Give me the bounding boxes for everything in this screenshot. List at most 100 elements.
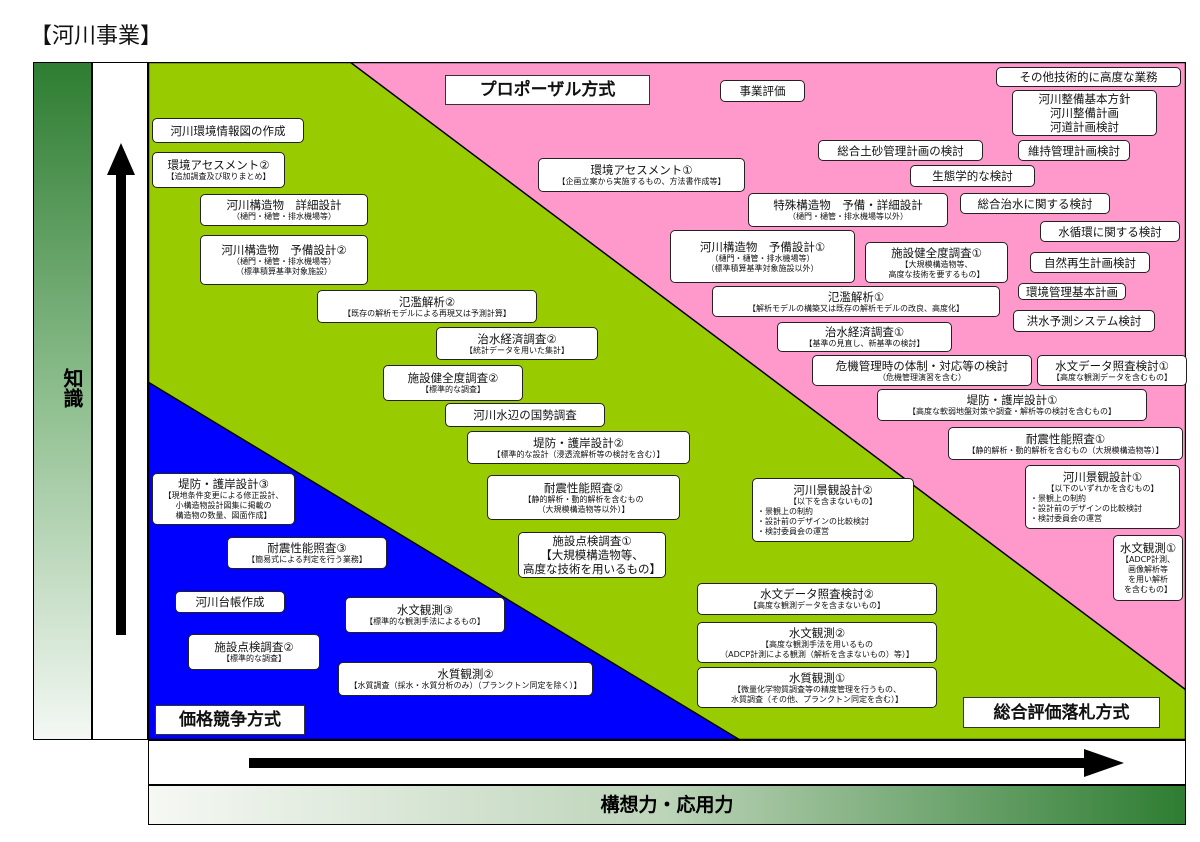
work-item-detail: を用い解析 <box>1128 575 1168 584</box>
knowledge-axis-label: 知識 <box>60 368 84 408</box>
work-item-title: 治水経済調査② <box>477 331 557 346</box>
work-item-title: 堤防・護岸設計② <box>533 435 624 450</box>
work-item-title: 河川環境情報図の作成 <box>170 123 286 138</box>
work-item-detail: 【現地条件変更による修正設計、 <box>163 491 284 500</box>
work-item-detail: 【簡易式による判定を行う業務】 <box>247 555 367 564</box>
work-item-title: 河川整備基本方針 <box>1038 92 1131 106</box>
work-item-detail: 【大規模構造物等、 <box>540 548 644 562</box>
work-item-title: 耐震性能照査③ <box>267 541 347 555</box>
right-arrow-icon <box>249 749 1124 777</box>
work-item-suishitsu2: 水質観測②【水質調査（採水・水質分析のみ）（プランクトン同定を除く）】 <box>338 662 593 696</box>
work-item-shosai: 河川構造物 詳細設計（樋門・樋管・排水機場等） <box>200 194 368 226</box>
work-item-detail: 構造物の数量、図面作成】 <box>175 511 272 520</box>
work-item-detail: 小構造物設計図集に掲載の <box>175 501 272 510</box>
work-item-detail: 【追加調査及び取りまとめ】 <box>166 172 271 181</box>
work-item-keikan1: 河川景観設計①【以下のいずれかを含むもの】・景観上の制約・設計前のデザインの比較… <box>1025 465 1180 529</box>
work-item-detail: を含むもの】 <box>1124 585 1172 594</box>
work-item-detail: 【標準的な設計（浸透流解析等の検討を含む）】 <box>492 449 665 459</box>
work-item-mizube: 河川水辺の国勢調査 <box>445 403 605 427</box>
work-item-detail: ・景観上の制約 <box>757 507 813 516</box>
work-item-detail: （樋門・樋管・排水機場等以外） <box>788 212 908 221</box>
work-item-title: 事業評価 <box>739 84 786 98</box>
work-item-taishin3: 耐震性能照査③【簡易式による判定を行う業務】 <box>227 537 387 569</box>
knowledge-axis-bar: 知識 <box>33 62 92 740</box>
knowledge-arrow-column <box>92 62 148 740</box>
work-item-detail: ・検討委員会の運営 <box>757 527 829 536</box>
work-item-detail: 河道計画検討 <box>1050 120 1119 134</box>
work-item-detail: （樋門・樋管・排水機場等） <box>232 212 336 221</box>
work-item-teibo3: 堤防・護岸設計③【現地条件変更による修正設計、小構造物設計図集に掲載の構造物の数… <box>152 473 295 525</box>
work-item-title: 水文データ照査検討① <box>1055 358 1169 373</box>
work-item-title: 総合治水に関する検討 <box>977 196 1093 211</box>
work-item-detail: 高度な技術を要するもの】 <box>888 269 985 279</box>
applied-skill-arrow-row <box>148 740 1186 785</box>
work-item-title: 河川景観設計② <box>793 483 873 497</box>
work-item-jigyo-hyoka: 事業評価 <box>720 80 805 102</box>
work-item-suimon-data1: 水文データ照査検討①【高度な観測データを含むもの】 <box>1037 355 1187 386</box>
work-item-title: 施設点検調査① <box>552 534 632 548</box>
work-item-title: 水循環に関する検討 <box>1058 224 1162 239</box>
work-item-mizujunkan: 水循環に関する検討 <box>1040 221 1180 242</box>
comprehensive-method-label: 総合評価落札方式 <box>963 697 1160 728</box>
work-item-keizai2: 治水経済調査②【統計データを用いた集計】 <box>436 327 598 360</box>
work-item-kankyo-kanri: 環境管理基本計画 <box>1018 283 1126 300</box>
work-item-detail: 【高度な軟弱地盤対策や調査・解析等の検討を含むもの】 <box>908 407 1116 416</box>
work-item-kiki: 危機管理時の体制・対応等の検討（危機管理演習を含む） <box>812 355 1032 386</box>
work-item-title: 堤防・護岸設計① <box>966 393 1058 407</box>
work-item-seitai: 生態学的な検討 <box>910 165 1035 187</box>
work-item-title: 河川水辺の国勢調査 <box>473 408 577 422</box>
work-item-yobi2: 河川構造物 予備設計②（樋門・樋管・排水機場等）（標準積算基準対象施設） <box>200 235 368 285</box>
work-item-title: 施設点検調査② <box>214 640 294 654</box>
work-item-suishitsu1: 水質観測①【微量化学物質調査等の精度管理を行うもの、水質調査（その他、プランクト… <box>697 667 937 708</box>
work-item-assess2: 環境アセスメント②【追加調査及び取りまとめ】 <box>152 152 285 188</box>
work-item-title: 耐震性能照査① <box>1025 431 1106 446</box>
work-item-title: 環境アセスメント② <box>167 158 270 172</box>
work-item-detail: ・設計前のデザインの比較検討 <box>1030 504 1142 513</box>
work-item-detail: 【以下を含まないもの】 <box>789 497 877 506</box>
method-label-text: プロポーザル方式 <box>479 80 616 100</box>
work-item-detail: 【標準的な調査】 <box>222 654 286 663</box>
work-item-seibi: 河川整備基本方針河川整備計画河道計画検討 <box>1012 90 1157 136</box>
work-item-detail: 【高度な観測データを含まないもの】 <box>749 601 885 610</box>
method-label-text: 価格競争方式 <box>179 710 281 730</box>
work-item-suimon3: 水文観測③【標準的な観測手法によるもの】 <box>345 597 505 633</box>
work-item-detail: 画像解析等 <box>1128 565 1168 574</box>
work-item-keikan2: 河川景観設計②【以下を含まないもの】・景観上の制約・設計前のデザインの比較検討・… <box>752 478 914 542</box>
work-item-detail: 【基準の見直し、新基準の検討】 <box>804 339 925 348</box>
work-item-title: 自然再生計画検討 <box>1044 255 1136 270</box>
work-item-detail: 【大規模構造物等、 <box>900 259 973 269</box>
work-item-detail: 【統計データを用いた集計】 <box>465 345 569 355</box>
work-item-kenzen1: 施設健全度調査①【大規模構造物等、高度な技術を要するもの】 <box>865 242 1008 283</box>
work-item-tokushu: 特殊構造物 予備・詳細設計（樋門・樋管・排水機場等以外） <box>748 193 948 227</box>
work-item-suimon2: 水文観測②【高度な観測手法を用いるもの（ADCP計測による観測（解析を含まないも… <box>697 622 937 663</box>
work-item-detail: 水質調査（その他、プランクトン同定を含む）】 <box>731 694 903 704</box>
work-item-title: 洪水予測システム検討 <box>1026 314 1142 328</box>
page-title: 【河川事業】 <box>30 24 163 49</box>
work-item-detail: 【高度な観測データを含むもの】 <box>1052 372 1172 382</box>
work-item-detail: （大規模構造物等以外）】 <box>537 504 630 514</box>
proposal-method-label: プロポーザル方式 <box>445 75 650 105</box>
method-diagram: プロポーザル方式 価格競争方式 総合評価落札方式 事業評価その他技術的に高度な業… <box>148 62 1187 740</box>
work-item-title: 環境アセスメント① <box>590 163 693 177</box>
work-item-title: 河川構造物 詳細設計 <box>226 198 342 212</box>
work-item-detail: 高度な技術を用いるもの】 <box>523 562 661 576</box>
work-item-title: 維持管理計画検討 <box>1028 143 1120 158</box>
work-item-shizen: 自然再生計画検討 <box>1030 252 1150 273</box>
work-item-suimon1: 水文観測①【ADCP計測、画像解析等を用い解析を含むもの】 <box>1113 535 1183 601</box>
work-item-tenken1: 施設点検調査①【大規模構造物等、高度な技術を用いるもの】 <box>518 532 666 578</box>
work-item-sogo-chisui: 総合治水に関する検討 <box>960 193 1110 214</box>
work-item-title: 氾濫解析② <box>398 294 456 309</box>
work-item-detail: 【ADCP計測、 <box>1120 555 1176 564</box>
work-item-title: 水質観測② <box>437 667 494 681</box>
work-item-title: 水質観測① <box>788 670 846 685</box>
work-item-title: 河川景観設計① <box>1062 470 1143 484</box>
work-item-detail: 【静的解析・動的解析を含むもの <box>523 494 644 504</box>
work-item-detail: 【微量化学物質調査等の精度管理を行うもの、 <box>733 684 901 694</box>
work-item-detail: ・景観上の制約 <box>1030 494 1086 503</box>
work-item-title: 河川台帳作成 <box>195 595 265 609</box>
work-item-teibo1: 堤防・護岸設計①【高度な軟弱地盤対策や調査・解析等の検討を含むもの】 <box>877 389 1147 421</box>
price-method-label: 価格競争方式 <box>155 705 305 735</box>
work-item-tenken2: 施設点検調査②【標準的な調査】 <box>188 634 320 670</box>
work-item-detail: 【既存の解析モデルによる再現又は予測計算】 <box>343 308 511 318</box>
work-item-title: 水文観測③ <box>396 603 454 617</box>
